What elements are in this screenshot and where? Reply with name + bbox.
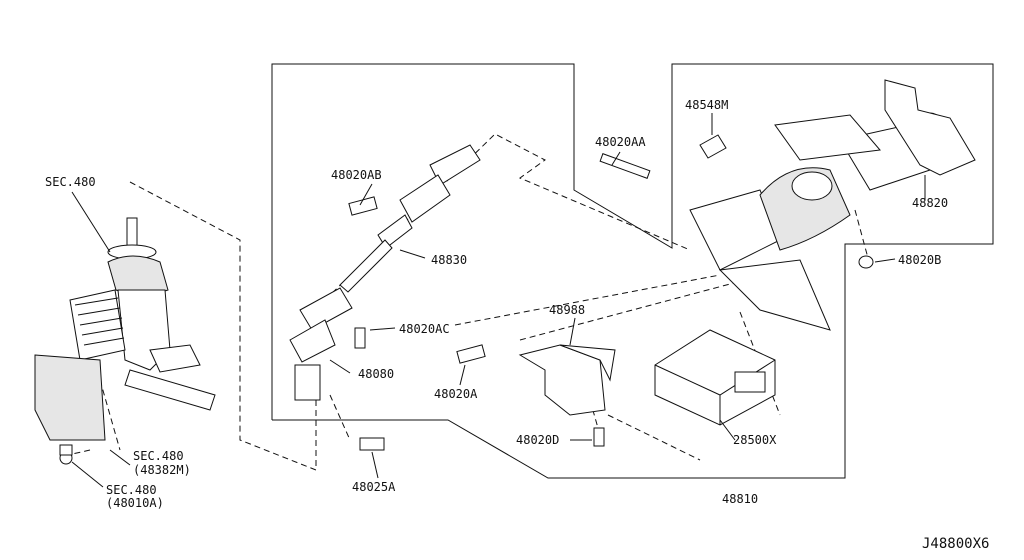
label-48020A: 48020A <box>434 387 478 401</box>
bracket-48988 <box>518 344 616 416</box>
diagram-code: J48800X6 <box>922 536 989 552</box>
label-48020AB: 48020AB <box>331 168 382 182</box>
label-sec480-low: SEC.480 <box>106 483 157 497</box>
part-labels: SEC.480 48020AB 48830 48020AC 48080 4802… <box>45 98 989 552</box>
label-48020D: 48020D <box>516 433 559 447</box>
label-48548M: 48548M <box>685 98 728 112</box>
label-48025A: 48025A <box>352 480 396 494</box>
bolts <box>348 134 874 451</box>
label-48830: 48830 <box>431 253 467 267</box>
control-unit-28500X <box>654 329 776 426</box>
label-sec480-mid: SEC.480 <box>133 449 184 463</box>
label-leaders <box>71 113 926 488</box>
assembly-frame <box>271 63 994 479</box>
label-48080: 48080 <box>358 367 394 381</box>
label-48020AA: 48020AA <box>595 135 646 149</box>
steering-gear-rack <box>34 217 216 465</box>
label-48810: 48810 <box>722 492 758 506</box>
steering-column-48810 <box>689 79 976 331</box>
label-28500X: 28500X <box>733 433 777 447</box>
dashed-leaders <box>67 133 869 471</box>
label-48010A: (48010A) <box>106 496 164 510</box>
label-sec480-top: SEC.480 <box>45 175 96 189</box>
label-48988: 48988 <box>549 303 585 317</box>
label-48020B: 48020B <box>898 253 941 267</box>
label-48820: 48820 <box>912 196 948 210</box>
intermediate-shaft-48830 <box>289 144 481 401</box>
label-48382M: (48382M) <box>133 463 191 477</box>
label-48020AC: 48020AC <box>399 322 450 336</box>
